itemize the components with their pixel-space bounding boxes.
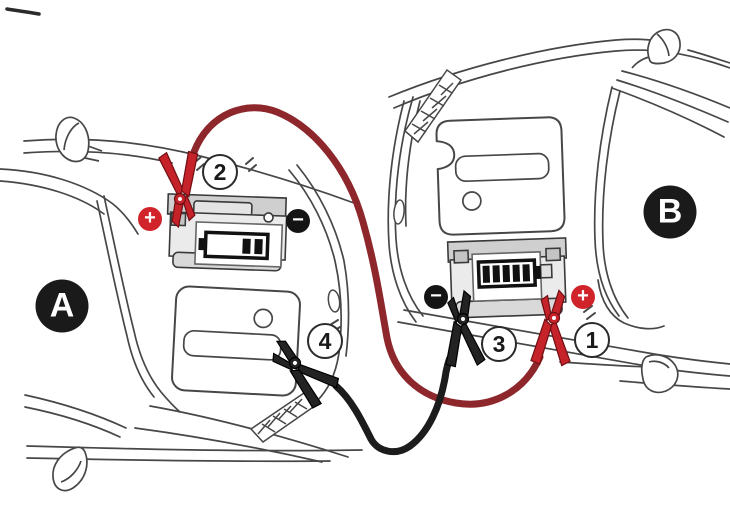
car-b-battery: [446, 237, 568, 319]
car-a-mirror-bottom-icon: [52, 446, 88, 492]
black-clamp-step-4: [272, 340, 340, 409]
black-clamp-step-3: [445, 289, 486, 368]
car-b-mirror-top-icon: [631, 28, 681, 69]
car-b-negative-marker minus-icon: −: [424, 285, 448, 309]
car-a-component-box: [171, 285, 301, 397]
car-a-mirror-top-icon: [55, 116, 103, 163]
car-a-negative-marker minus-icon: −: [286, 209, 310, 233]
red-jumper-cable: [190, 104, 544, 408]
stray-mark: [5, 7, 41, 16]
black-jumper-cable: [332, 354, 454, 456]
vehicle-b-badge: B: [643, 185, 697, 239]
vehicle-a-badge: A: [35, 279, 89, 333]
car-a-positive-marker plus-icon: +: [138, 207, 162, 231]
red-clamp-step-1: [530, 289, 571, 367]
car-b-headlight: [403, 68, 463, 144]
step-2-marker: 2: [202, 154, 238, 190]
red-clamp-step-2: [158, 150, 199, 229]
car-b-component-box: [435, 116, 566, 236]
step-4-marker: 4: [307, 323, 343, 359]
car-a-battery: [166, 193, 288, 272]
step-3-marker: 3: [481, 326, 517, 362]
car-b-hood-latch: [393, 199, 405, 225]
car-b-positive-marker plus-icon: +: [571, 285, 595, 309]
battery-full-icon: [476, 258, 541, 289]
car-b-mirror-bottom-icon: [640, 354, 679, 394]
battery-low-icon: [198, 230, 270, 261]
car-a-hood-latch: [327, 289, 341, 313]
step-1-marker: 1: [574, 322, 610, 358]
